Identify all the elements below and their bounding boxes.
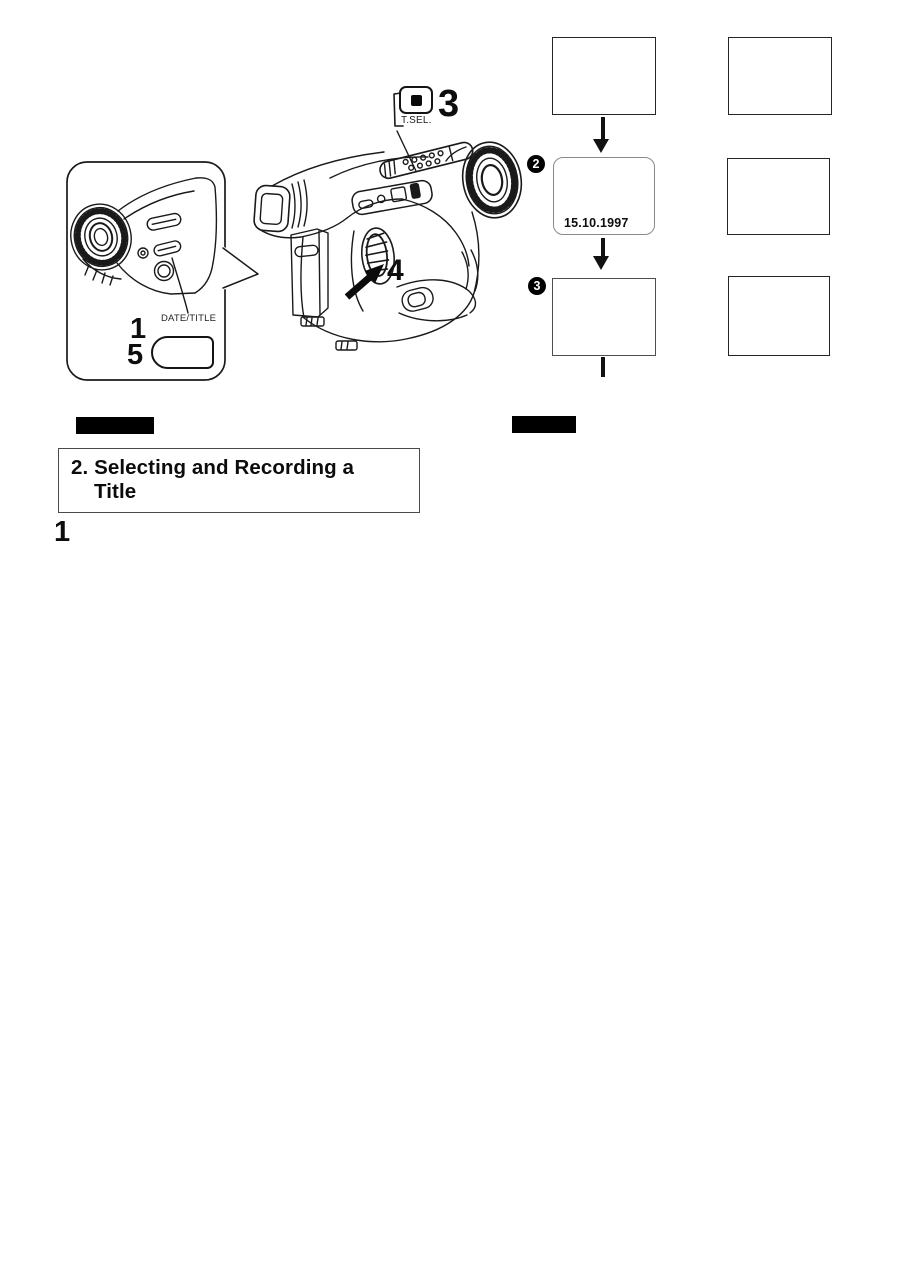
step-number-1: 1 — [54, 516, 71, 548]
section-heading-box: 2. Selecting and Recording a Title — [58, 448, 420, 513]
screen-box-step1 — [552, 37, 656, 115]
step-badge-3: 3 — [528, 277, 546, 295]
date-title-label: DATE/TITLE — [161, 313, 217, 324]
flow-arrow-down-head-icon — [593, 256, 609, 270]
t-sel-button-square-icon — [410, 94, 422, 106]
screen-box-right-1 — [728, 37, 832, 115]
t-sel-button — [399, 86, 433, 114]
screen-box-step3 — [552, 278, 656, 356]
screen-box-step2: 15.10.1997 — [553, 157, 655, 235]
t-sel-label: T.SEL. — [401, 115, 432, 126]
step-number-1-inset: 1 — [130, 313, 147, 345]
top-button-strip-icon — [379, 141, 474, 180]
screen-box-right-2 — [727, 158, 830, 235]
pointer-arrow-icon — [344, 264, 384, 300]
lens-drawing — [461, 141, 523, 219]
section-label-redaction-bar — [512, 416, 576, 433]
step-number-4: 4 — [387, 254, 404, 287]
date-title-switch-icon — [153, 240, 182, 257]
step-number-5-inset: 5 — [127, 339, 144, 371]
flow-arrow-down-head-icon — [593, 139, 609, 153]
flow-line-stub — [601, 357, 605, 377]
main-camcorder-drawing — [253, 141, 523, 351]
section-label-redaction-bar — [76, 417, 154, 434]
screen-box-right-3 — [728, 276, 830, 356]
step-number-3: 3 — [438, 83, 460, 125]
date-title-button — [151, 336, 214, 369]
section-heading-line2: Title — [94, 480, 137, 503]
screen-date-display: 15.10.1997 — [564, 216, 629, 230]
flow-arrow-down-icon — [601, 238, 605, 257]
flow-arrow-down-icon — [601, 117, 605, 140]
section-heading-line1: 2. Selecting and Recording a — [71, 456, 355, 479]
inset-camcorder-drawing — [70, 177, 218, 314]
step-badge-2: 2 — [527, 155, 545, 173]
